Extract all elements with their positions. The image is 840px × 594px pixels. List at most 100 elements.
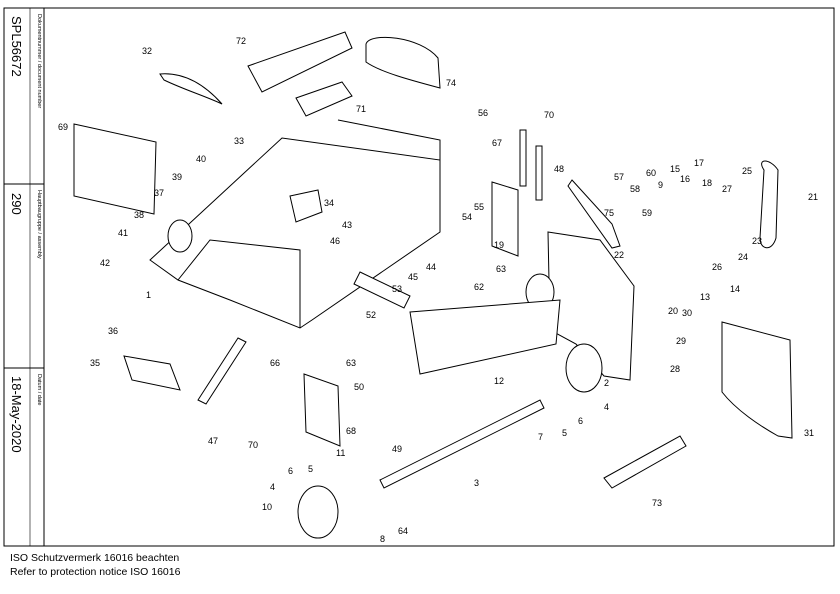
callout-30: 30 <box>682 308 692 318</box>
callout-75: 75 <box>604 208 614 218</box>
part-69-plate <box>73 123 157 215</box>
callout-28: 28 <box>670 364 680 374</box>
part-4-gear-upper <box>565 343 603 393</box>
part-31-guard <box>721 321 793 439</box>
part-67-plate <box>491 181 519 257</box>
part-70-strap-top-b <box>535 145 543 201</box>
document-number: SPL56672 <box>9 16 24 77</box>
part-32-blade <box>159 73 223 105</box>
callout-34: 34 <box>324 198 334 208</box>
callout-17: 17 <box>694 158 704 168</box>
callout-6-right: 6 <box>578 416 583 426</box>
callout-20: 20 <box>668 306 678 316</box>
part-37-pulley <box>167 219 193 253</box>
callout-1: 1 <box>146 290 151 300</box>
callout-47: 47 <box>208 436 218 446</box>
assembly-number: 290 <box>9 193 24 215</box>
part-71-bracket <box>295 81 353 117</box>
callout-49: 49 <box>392 444 402 454</box>
callout-73: 73 <box>652 498 662 508</box>
callout-40: 40 <box>196 154 206 164</box>
part-74-cover <box>365 36 441 89</box>
callout-7: 7 <box>538 432 543 442</box>
callout-43: 43 <box>342 220 352 230</box>
callout-32: 32 <box>142 46 152 56</box>
part-33-bracket <box>289 189 323 223</box>
callout-29: 29 <box>676 336 686 346</box>
callout-21: 21 <box>808 192 818 202</box>
part-68-plate <box>303 373 341 447</box>
callout-44: 44 <box>426 262 436 272</box>
date-caption: Datum / date <box>36 374 42 406</box>
callout-62: 62 <box>474 282 484 292</box>
callout-46: 46 <box>330 236 340 246</box>
callout-55: 55 <box>474 202 484 212</box>
part-1-frame-rail <box>177 239 301 328</box>
callout-9: 9 <box>658 180 663 190</box>
callout-58: 58 <box>630 184 640 194</box>
callout-8: 8 <box>380 534 385 544</box>
part-52-tube <box>353 271 411 309</box>
callout-63-left: 63 <box>346 358 356 368</box>
callout-25: 25 <box>742 166 752 176</box>
part-21-belt <box>759 160 779 249</box>
part-4-gear-lower <box>297 485 339 539</box>
document-date: 18-May-2020 <box>9 376 24 453</box>
callout-36: 36 <box>108 326 118 336</box>
callout-13: 13 <box>700 292 710 302</box>
callout-5-right: 5 <box>562 428 567 438</box>
callout-52: 52 <box>366 310 376 320</box>
callout-66: 66 <box>270 358 280 368</box>
part-12-block <box>409 299 561 375</box>
part-drawings <box>73 31 793 539</box>
callout-24: 24 <box>738 252 748 262</box>
callout-72: 72 <box>236 36 246 46</box>
callout-5-left: 5 <box>308 464 313 474</box>
callout-67: 67 <box>492 138 502 148</box>
callout-70-top: 70 <box>544 110 554 120</box>
part-47-turnbuckle <box>197 337 247 405</box>
callout-69: 69 <box>58 122 68 132</box>
part-35-bracket <box>123 355 181 391</box>
protection-notice-german: ISO Schutzvermerk 16016 beachten <box>10 552 180 564</box>
callout-6-left: 6 <box>288 466 293 476</box>
callout-54: 54 <box>462 212 472 222</box>
drawing-border <box>3 7 835 547</box>
part-73-bracket <box>603 435 687 489</box>
callout-70-left: 70 <box>248 440 258 450</box>
callout-45: 45 <box>408 272 418 282</box>
part-1-frame-side <box>337 119 441 232</box>
callout-16: 16 <box>680 174 690 184</box>
callout-50: 50 <box>354 382 364 392</box>
callout-35: 35 <box>90 358 100 368</box>
callout-26: 26 <box>712 262 722 272</box>
callout-48: 48 <box>554 164 564 174</box>
callout-74: 74 <box>446 78 456 88</box>
callout-3: 3 <box>474 478 479 488</box>
callout-12: 12 <box>494 376 504 386</box>
part-48-arm <box>567 179 621 249</box>
callout-71: 71 <box>356 104 366 114</box>
callout-39: 39 <box>172 172 182 182</box>
callout-59: 59 <box>642 208 652 218</box>
callout-53: 53 <box>392 284 402 294</box>
callout-31: 31 <box>804 428 814 438</box>
callout-64: 64 <box>398 526 408 536</box>
document-number-caption: Dokumentnummer / document number <box>36 14 42 108</box>
callout-60: 60 <box>646 168 656 178</box>
callout-22: 22 <box>614 250 624 260</box>
protection-notice-english: Refer to protection notice ISO 16016 <box>10 566 181 578</box>
callout-4-right: 4 <box>604 402 609 412</box>
callout-11: 11 <box>336 448 345 458</box>
callout-14: 14 <box>730 284 740 294</box>
callout-4-left: 4 <box>270 482 275 492</box>
callout-15: 15 <box>670 164 680 174</box>
callout-labels: 32 72 74 71 69 33 56 70 67 40 39 37 38 4… <box>58 36 818 544</box>
callout-33: 33 <box>234 136 244 146</box>
callout-23: 23 <box>752 236 762 246</box>
callout-27: 27 <box>722 184 732 194</box>
part-3-shaft <box>379 399 545 489</box>
assembly-caption: Hauptbaugruppe / assembly <box>36 190 42 259</box>
callout-2: 2 <box>604 378 609 388</box>
